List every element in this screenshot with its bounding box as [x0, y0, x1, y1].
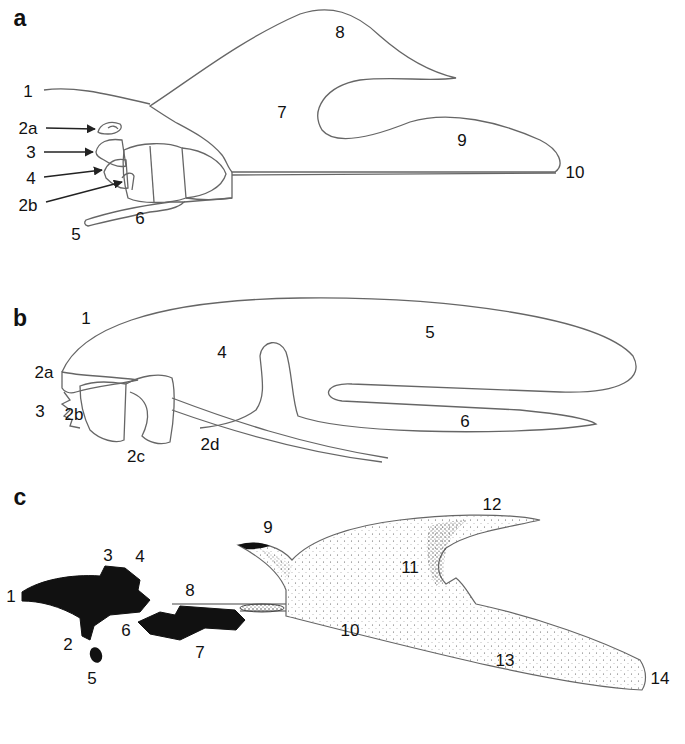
callout-number: 5	[71, 226, 80, 243]
callout-number: 2a	[35, 364, 54, 381]
callout-number: 7	[195, 644, 204, 661]
leader-line	[46, 128, 95, 129]
callout-number: 6	[460, 413, 469, 430]
filament	[44, 89, 150, 104]
rod-end	[240, 604, 284, 612]
leader-line	[46, 182, 122, 202]
callout-number: 10	[341, 622, 360, 639]
callout-number: 3	[26, 144, 35, 161]
panel-letter: b	[13, 307, 27, 330]
leader-line	[44, 151, 93, 152]
callout-number: 13	[496, 652, 515, 669]
callout-number: 9	[457, 132, 466, 149]
sclerite	[138, 606, 245, 640]
capsule-line	[150, 146, 154, 202]
callout-number: 11	[401, 559, 419, 576]
projection	[186, 172, 232, 200]
callout-number: 2d	[201, 436, 220, 453]
callout-number: 3	[35, 403, 44, 420]
callout-number: 14	[651, 670, 670, 687]
panel-a-figure	[44, 10, 560, 226]
callout-number: 4	[135, 548, 144, 565]
body-outline	[150, 10, 560, 172]
callout-number: 4	[217, 344, 226, 361]
panel-b-figure	[62, 298, 636, 462]
sclerite	[108, 126, 118, 129]
sclerite	[88, 645, 105, 664]
callout-number: 7	[277, 104, 286, 121]
callout-number: 5	[425, 324, 434, 341]
rod	[172, 604, 286, 611]
projection	[85, 202, 184, 226]
callout-number: 6	[121, 622, 130, 639]
callout-number: 1	[6, 588, 15, 605]
callout-number: 2b	[65, 406, 84, 423]
panel-c-figure	[22, 515, 646, 690]
callout-number: 2a	[19, 120, 38, 137]
stalk	[172, 410, 382, 462]
callout-number: 5	[87, 670, 96, 687]
leader-arrows	[44, 128, 122, 202]
panel-letter: c	[14, 486, 27, 509]
capsule	[123, 144, 186, 203]
body-outline	[62, 298, 636, 432]
projection	[184, 198, 232, 202]
comb	[80, 382, 126, 442]
callout-number: 3	[103, 547, 112, 564]
callout-number: 2c	[127, 448, 145, 465]
callout-number: 6	[135, 210, 144, 227]
capsule-lobe	[182, 148, 226, 198]
leader-line	[44, 170, 102, 177]
callout-number: 10	[566, 164, 585, 181]
callout-number: 2b	[19, 197, 38, 214]
sclerite	[98, 122, 121, 134]
callout-number: 2	[63, 636, 72, 653]
panel-letter: a	[14, 7, 27, 30]
body-outline	[238, 515, 646, 690]
dark-stipple	[427, 520, 468, 586]
dark-stipple	[258, 548, 292, 580]
callout-number: 9	[263, 519, 272, 536]
baseline	[232, 173, 556, 175]
sclerite	[22, 566, 150, 640]
plate	[126, 375, 174, 443]
callout-number: 8	[185, 582, 194, 599]
callout-number: 1	[23, 83, 32, 100]
callout-number: 1	[81, 310, 90, 327]
horn-tip	[238, 542, 270, 549]
callout-number: 4	[26, 170, 35, 187]
callout-number: 12	[483, 496, 502, 513]
stalk	[172, 398, 388, 458]
callout-number: 8	[335, 24, 344, 41]
